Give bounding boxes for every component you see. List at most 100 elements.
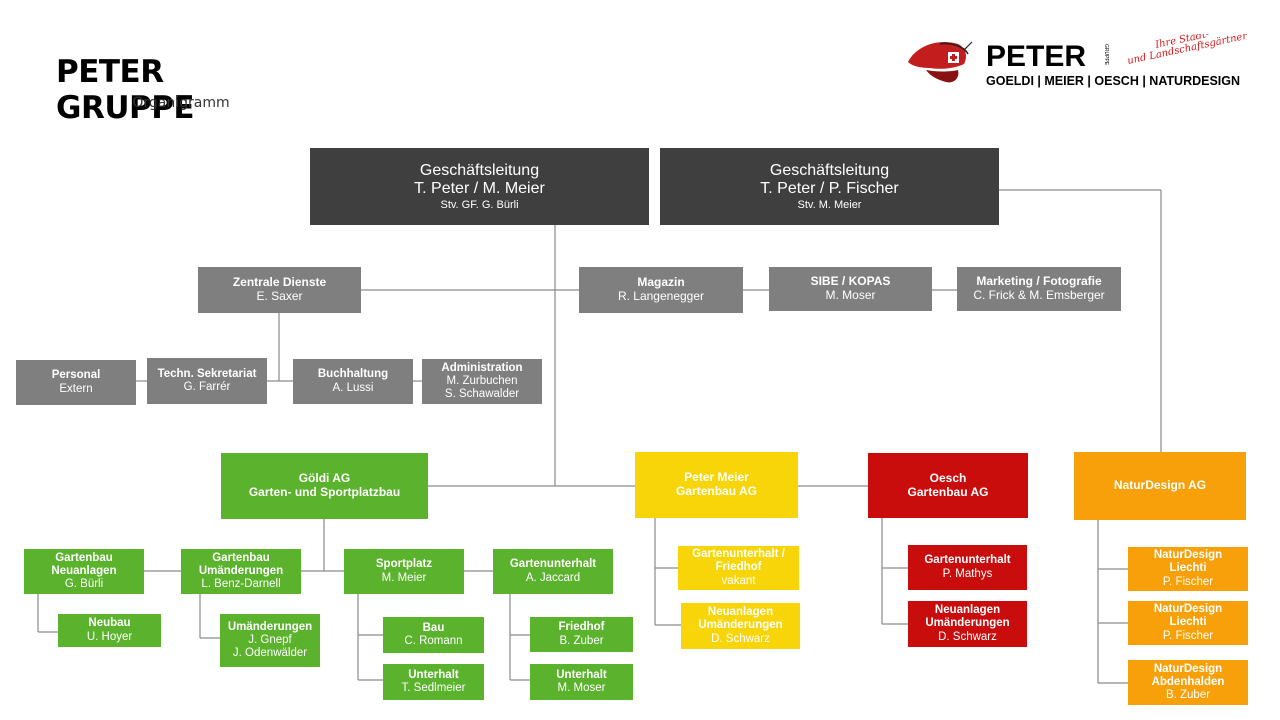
node-subtitle: M. Moser	[825, 288, 876, 302]
node-subtitle: M. Meier	[381, 571, 427, 584]
node-subtitle: D. Schwarz	[938, 630, 997, 643]
node-title: Gartenunterhalt /	[692, 548, 785, 561]
node-title: Geschäftsleitung	[769, 161, 890, 179]
node-subtitle: A. Lussi	[332, 381, 374, 394]
node-title: Neuanlagen	[51, 564, 117, 577]
node-subtitle: P. Fischer	[1162, 629, 1214, 642]
node-subtitle: M. Zurbuchen	[446, 374, 518, 387]
node-title: Bau	[422, 621, 445, 634]
node-subtitle: J. Gnepf	[248, 633, 292, 646]
node-title: Umänderungen	[698, 619, 783, 632]
node-title: Administration	[441, 361, 523, 374]
node-subtitle: C. Frick & M. Emsberger	[973, 288, 1105, 302]
node-subtitle: D. Schwarz	[711, 632, 770, 645]
node-naturdesign: NaturDesign AG	[1074, 452, 1246, 520]
node-title: NaturDesign	[1153, 603, 1223, 616]
node-subtitle: C. Romann	[404, 635, 463, 647]
node-title: Neubau	[88, 617, 131, 630]
node-title: Garten- und Sportplatzbau	[248, 485, 401, 499]
node-title: SIBE / KOPAS	[810, 274, 891, 289]
node-title: Peter Meier	[684, 470, 749, 485]
node-title: Umänderungen	[925, 617, 1010, 630]
node-subtitle: Stv. GF. G. Bürli	[440, 198, 519, 211]
node-subtitle: L. Benz-Darnell	[201, 578, 281, 591]
node-subtitle: P. Mathys	[942, 567, 993, 580]
node-title: Gartenbau AG	[907, 484, 989, 499]
node-subtitle: B. Zuber	[1165, 689, 1211, 702]
node-title: Oesch	[929, 470, 967, 485]
node-title: T. Peter / M. Meier	[414, 180, 545, 198]
node-title: Gartenbau	[55, 551, 113, 564]
node-title: Personal	[51, 369, 101, 382]
node-title: Umänderungen	[198, 564, 284, 577]
node-subtitle: A. Jaccard	[525, 571, 581, 584]
node-title: Buchhaltung	[317, 368, 389, 381]
svg-text:GOELDI | MEIER | OESCH | NATUR: GOELDI | MEIER | OESCH | NATURDESIGN	[986, 74, 1240, 88]
node-title: Umänderungen	[227, 620, 313, 633]
node-subtitle: B. Zuber	[559, 634, 604, 647]
node-title: Marketing / Fotografie	[976, 274, 1102, 289]
node-title: Gartenunterhalt	[509, 558, 597, 571]
node-title: Sportplatz	[375, 558, 433, 571]
node-subtitle: P. Fischer	[1162, 575, 1214, 588]
node-title: Liechti	[1169, 562, 1207, 575]
node-title: Unterhalt	[408, 668, 459, 681]
node-subtitle: M. Moser	[557, 682, 606, 694]
node-title: NaturDesign	[1153, 549, 1223, 562]
node-title: NaturDesign AG	[1113, 478, 1207, 493]
node-title: Unterhalt	[556, 668, 607, 681]
node-title: Friedhof	[558, 621, 605, 634]
node-title: Geschäftsleitung	[419, 161, 540, 179]
node-subtitle: J. Odenwälder	[232, 647, 308, 660]
node-title: NaturDesign	[1153, 662, 1223, 675]
node-subtitle: U. Hoyer	[86, 630, 133, 643]
node-subtitle: S. Schawalder	[444, 388, 520, 401]
node-subtitle: Stv. M. Meier	[797, 198, 862, 211]
node-title: Techn. Sekretariat	[157, 367, 257, 380]
node-title: Zentrale Dienste	[232, 275, 327, 290]
node-subtitle: Extern	[59, 382, 93, 395]
peter-gruppe-logo: PETER GRUPPE GOELDI | MEIER | OESCH | NA…	[908, 34, 1249, 88]
node-subtitle: G. Bürli	[64, 578, 104, 591]
node-title: Magazin	[637, 275, 685, 290]
butterfly-icon	[908, 41, 973, 83]
node-title: Gartenbau AG	[676, 484, 757, 498]
node-subtitle: vakant	[721, 574, 756, 587]
node-subtitle: T. Sedlmeier	[401, 682, 466, 694]
node-title: Friedhof	[715, 561, 762, 574]
node-subtitle: R. Langenegger	[617, 289, 705, 303]
node-title: Gartenbau	[212, 551, 270, 564]
node-title: Göldi AG	[298, 471, 351, 486]
node-title: Neuanlagen	[934, 604, 1001, 617]
node-title: T. Peter / P. Fischer	[760, 180, 899, 198]
node-subtitle: E. Saxer	[256, 289, 303, 303]
